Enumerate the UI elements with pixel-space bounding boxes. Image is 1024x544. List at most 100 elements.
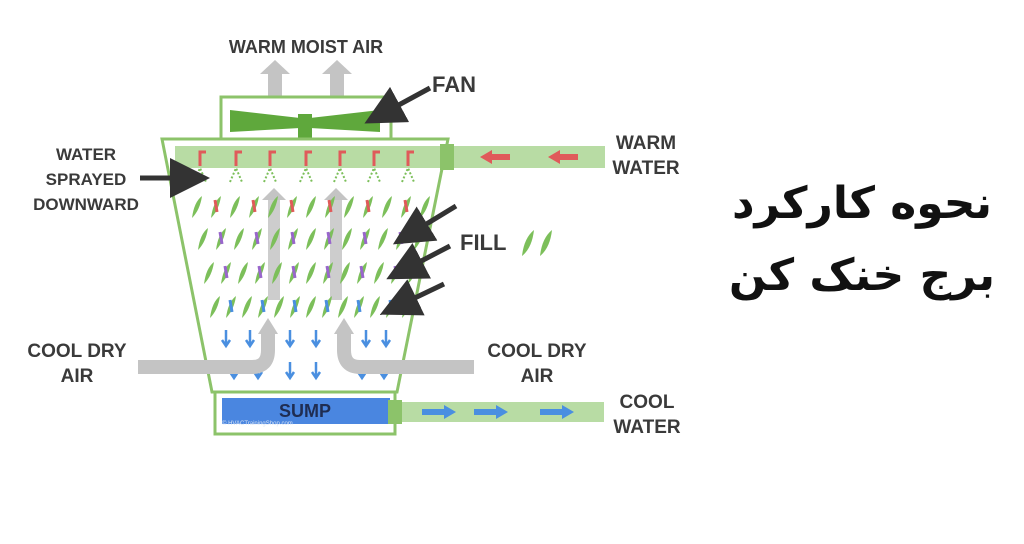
water-sprayed-label: WATER SPRAYED DOWNWARD: [20, 142, 152, 217]
air-out-arrow-left: [260, 60, 290, 98]
spray-nozzle: [299, 150, 313, 183]
cool-water-drop-arrow: [380, 330, 392, 349]
air-inlet-left: [138, 330, 275, 374]
cool-water-drop-arrow: [244, 330, 256, 349]
fill-leaf: [338, 296, 348, 318]
fill-leaf: [198, 228, 208, 250]
fill-leaf: [242, 296, 252, 318]
fill-leaf: [270, 228, 280, 250]
fill-leaf: [230, 196, 240, 218]
water-sprayed-line-1: WATER: [55, 145, 117, 164]
pointer-arrows: [140, 85, 458, 316]
fill-leaf: [382, 196, 392, 218]
fill-pointer-arrow-3: [379, 279, 446, 316]
warm-water-pipe-joint: [440, 144, 454, 170]
water-droplet: [257, 265, 263, 279]
fill-media: [192, 196, 430, 381]
cool-water-pipe-joint: [388, 400, 402, 424]
warm-water-line-2: WATER: [612, 158, 680, 179]
air-out-arrow-right: [322, 60, 352, 98]
cool-water-drop-arrow: [360, 330, 372, 349]
spray-nozzle: [401, 150, 415, 183]
fill-leaf: [234, 228, 244, 250]
water-droplet: [398, 231, 404, 245]
fill-leaf: [306, 196, 316, 218]
spray-nozzle: [333, 150, 347, 183]
cool-dry-air-inlets: [138, 318, 474, 374]
sump-water: [222, 398, 390, 424]
fill-leaf: [306, 228, 316, 250]
water-droplet: [260, 299, 266, 313]
warm-moist-air-label: WARM MOIST AIR: [228, 37, 384, 57]
spray-nozzle: [263, 150, 277, 183]
fill-leaf: [370, 296, 380, 318]
fill-label: FILL: [460, 230, 507, 255]
water-droplet: [213, 199, 219, 213]
fill-leaf: [204, 262, 214, 284]
cool-water-line-2: WATER: [613, 417, 681, 438]
cool-water-drop-arrow: [284, 362, 296, 381]
cool-water-drop-arrow: [220, 330, 232, 349]
fill-leaf: [268, 196, 278, 218]
cool-dry-air-right-line-2: AIR: [520, 366, 554, 387]
water-droplet: [393, 265, 399, 279]
water-droplet: [291, 265, 297, 279]
fill-legend-icon: [522, 230, 552, 256]
fill-leaf: [342, 228, 352, 250]
water-droplet: [325, 265, 331, 279]
cool-water-drop-arrow: [284, 330, 296, 349]
cool-dry-air-left-line-2: AIR: [60, 366, 94, 387]
cool-water-drop-arrow: [310, 362, 322, 381]
water-droplet: [403, 199, 409, 213]
persian-title: نحوه کارکرد برج خنک کن: [712, 168, 1012, 312]
cool-dry-air-right-label: COOL DRY AIR: [470, 339, 604, 389]
watermark-text: © HVACTrainingShop.com: [222, 421, 293, 427]
fill-leaf: [274, 296, 284, 318]
water-droplet: [251, 199, 257, 213]
fill-leaf: [192, 196, 202, 218]
water-droplet: [356, 299, 362, 313]
cool-water-drop-arrow: [310, 330, 322, 349]
fill-leaf: [378, 228, 388, 250]
cool-dry-air-left-line-1: COOL DRY: [27, 341, 127, 362]
warm-air-outlet-arrows: [260, 60, 352, 98]
water-droplet: [228, 299, 234, 313]
water-sprayed-line-2: SPRAYED: [45, 170, 127, 189]
warm-water-flow-arrows: [480, 150, 578, 164]
cool-water-line-1: COOL: [619, 392, 675, 413]
air-inlet-right: [337, 330, 474, 374]
sump-label: SUMP: [278, 401, 331, 421]
fan-pointer-arrow: [364, 85, 432, 124]
fan-icon: [230, 110, 380, 140]
water-droplet: [365, 199, 371, 213]
fill-pointer-arrow-2: [386, 243, 452, 280]
fill-leaf: [340, 262, 350, 284]
spray-nozzle: [367, 150, 381, 183]
persian-title-line-1: نحوه کارکرد: [731, 178, 993, 229]
warm-water-line-1: WARM: [615, 133, 677, 154]
fill-leaf: [420, 196, 430, 218]
water-sprayed-line-3: DOWNWARD: [33, 195, 139, 214]
warm-water-pipe: [175, 146, 605, 168]
fill-leaf: [374, 262, 384, 284]
water-droplet: [289, 199, 295, 213]
water-droplet: [359, 265, 365, 279]
fill-leaf: [238, 262, 248, 284]
water-droplet: [218, 231, 224, 245]
water-droplet: [388, 299, 394, 313]
cool-water-flow-arrows: [422, 405, 574, 419]
tower-body: [160, 137, 450, 394]
spray-nozzle: [229, 150, 243, 183]
spray-nozzles: [193, 150, 415, 183]
water-droplet: [223, 265, 229, 279]
fill-leaf: [306, 262, 316, 284]
fill-leaf: [272, 262, 282, 284]
water-droplet: [324, 299, 330, 313]
water-droplet: [292, 299, 298, 313]
cool-dry-air-right-line-1: COOL DRY: [487, 341, 587, 362]
water-droplet: [290, 231, 296, 245]
warm-water-label: WARM WATER: [600, 131, 692, 181]
persian-title-line-2: برج خنک کن: [728, 250, 996, 301]
